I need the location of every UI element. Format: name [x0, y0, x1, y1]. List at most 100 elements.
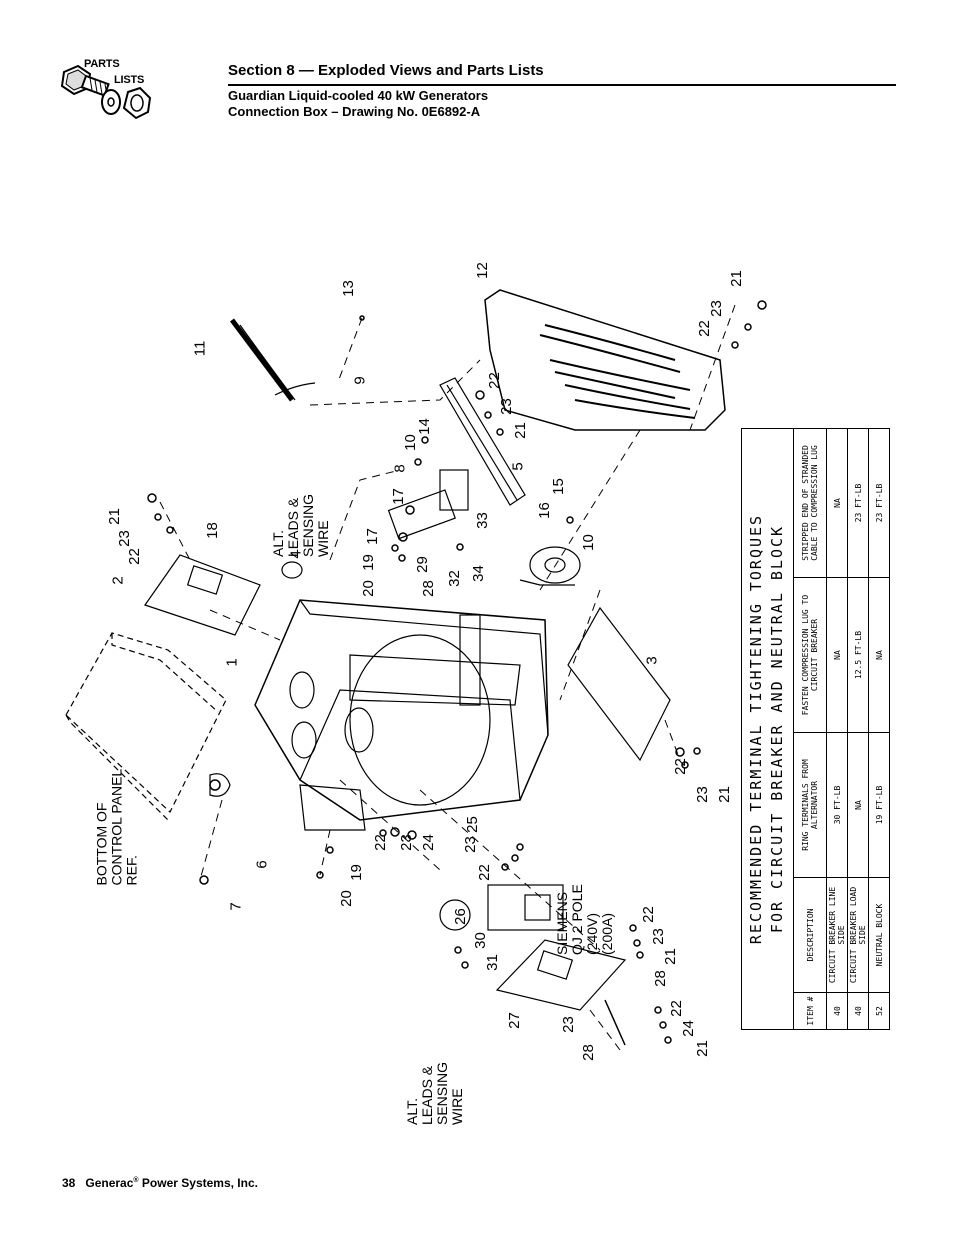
col-header-ring-terminals: RING TERMINALS FROM ALTERNATOR: [793, 732, 827, 878]
part-number: 26: [451, 908, 469, 925]
bolt-nut-icon: [60, 64, 152, 120]
part-number: 23: [461, 836, 479, 853]
table-row: 40 CIRCUIT BREAKER LOAD SIDE NA 12.5 FT-…: [847, 428, 869, 1030]
table-cell: CIRCUIT BREAKER LOAD SIDE: [847, 877, 869, 993]
table-cell: 40: [826, 992, 848, 1030]
table-cell: NA: [847, 732, 869, 878]
part-number: 34: [469, 565, 487, 582]
part-number: 19: [359, 554, 377, 571]
part-number: 8: [391, 464, 409, 473]
table-cell: 23 FT-LB: [847, 428, 869, 578]
subtitle-model: Guardian Liquid-cooled 40 kW Generators: [228, 88, 489, 103]
part-number: 23: [497, 398, 515, 415]
logo-parts-text: PARTS: [84, 58, 120, 70]
table-cell: CIRCUIT BREAKER LINE SIDE: [826, 877, 848, 993]
part-number: 20: [337, 890, 355, 907]
part-number: 30: [471, 932, 489, 949]
part-number: 19: [347, 864, 365, 881]
part-number: 22: [125, 548, 143, 565]
part-number: 24: [679, 1020, 697, 1037]
part-number: 15: [549, 478, 567, 495]
footer-brand: Generac: [85, 1176, 134, 1190]
part-number: 23: [559, 1016, 577, 1033]
part-number: 13: [339, 280, 357, 297]
part-number: 31: [483, 954, 501, 971]
page-number: 38: [62, 1176, 76, 1190]
torque-data-table: ITEM # DESCRIPTION RING TERMINALS FROM A…: [793, 428, 890, 1030]
part-number: 21: [661, 948, 679, 965]
table-cell: 40: [847, 992, 869, 1030]
part-number: 2: [109, 576, 127, 585]
table-cell: NA: [826, 577, 848, 733]
part-number: 6: [253, 860, 271, 869]
part-number: 23: [649, 928, 667, 945]
table-row: 40 CIRCUIT BREAKER LINE SIDE 30 FT-LB NA…: [826, 428, 848, 1030]
part-number: 12: [473, 262, 491, 279]
logo-lists-text: LISTS: [114, 74, 145, 86]
part-number: 25: [463, 816, 481, 833]
part-number: 22: [695, 320, 713, 337]
col-header-fasten-lug: FASTEN COMPRESSION LUG TO CIRCUIT BREAKE…: [793, 577, 827, 733]
col-header-description: DESCRIPTION: [793, 877, 827, 993]
connection-box-outline: [254, 599, 549, 821]
part-number: 23: [397, 834, 415, 851]
part-number: 22: [475, 864, 493, 881]
siemens-breaker-label: SIEMENS QJ 2 POLE (240V) (200A): [554, 884, 615, 955]
col-header-item: ITEM #: [793, 992, 827, 1030]
section-title: Section 8 — Exploded Views and Parts Lis…: [228, 62, 544, 79]
part-number: 22: [485, 372, 503, 389]
part-number: 21: [511, 422, 529, 439]
part-number: 28: [651, 970, 669, 987]
part-number: 27: [505, 1012, 523, 1029]
part-number: 33: [473, 512, 491, 529]
part-number: 20: [359, 580, 377, 597]
table-cell: 12.5 FT-LB: [847, 577, 869, 733]
torque-table: RECOMMENDED TERMINAL TIGHTENING TORQUES …: [741, 428, 891, 1030]
section-subtitle: Guardian Liquid-cooled 40 kW Generators …: [228, 88, 488, 120]
control-panel-bottom-label: BOTTOM OF CONTROL PANEL REF.: [93, 768, 140, 886]
table-cell: NA: [868, 577, 890, 733]
part-number: 22: [371, 834, 389, 851]
part-number: 5: [509, 462, 527, 471]
control-panel-bottom-outline: [65, 632, 227, 813]
col-header-stripped-end: STRIPPED END OF STRANDED CABLE TO COMPRE…: [793, 428, 827, 578]
part-number: 17: [363, 528, 381, 545]
part-number: 17: [389, 488, 407, 505]
part-number: 21: [693, 1040, 711, 1057]
part-number: 28: [419, 580, 437, 597]
page-footer: 38 Generac® Power Systems, Inc.: [62, 1176, 258, 1190]
table-cell: 19 FT-LB: [868, 732, 890, 878]
table-cell: NA: [826, 428, 848, 578]
part-number: 9: [351, 376, 369, 385]
part-number: 22: [671, 758, 689, 775]
header-rule: [228, 84, 896, 86]
part-number: 10: [579, 534, 597, 551]
part-number: 18: [203, 522, 221, 539]
part-number: 22: [639, 906, 657, 923]
part-number: 21: [715, 786, 733, 803]
part-number: 3: [643, 656, 661, 665]
table-cell: 52: [868, 992, 890, 1030]
table-cell: 23 FT-LB: [868, 428, 890, 578]
part-number: 1: [223, 658, 241, 667]
table-row: 52 NEUTRAL BLOCK 19 FT-LB NA 23 FT-LB: [868, 428, 890, 1030]
subtitle-drawing: Connection Box – Drawing No. 0E6892-A: [228, 104, 481, 119]
part-number: 21: [727, 270, 745, 287]
part-number: 29: [413, 556, 431, 573]
parts-lists-logo: PARTS LISTS: [58, 58, 158, 130]
torque-table-title: RECOMMENDED TERMINAL TIGHTENING TORQUES …: [741, 428, 793, 1030]
part-number: 16: [535, 502, 553, 519]
part-number: 32: [445, 570, 463, 587]
torque-title-line2: FOR CIRCUIT BREAKER AND NEUTRAL BLOCK: [768, 524, 786, 934]
part-number: 11: [191, 340, 209, 357]
part-number: 14: [415, 418, 433, 435]
part-number: 23: [115, 530, 133, 547]
part-number: 23: [707, 300, 725, 317]
alt-leads-label-top: ALT. LEADS & SENSING WIRE: [270, 493, 331, 557]
footer-company: Power Systems, Inc.: [141, 1176, 258, 1190]
table-header-row: ITEM # DESCRIPTION RING TERMINALS FROM A…: [793, 428, 827, 1030]
part-number: 21: [105, 508, 123, 525]
part-number: 23: [693, 786, 711, 803]
registered-mark: ®: [133, 1177, 139, 1184]
part-number: 24: [419, 834, 437, 851]
